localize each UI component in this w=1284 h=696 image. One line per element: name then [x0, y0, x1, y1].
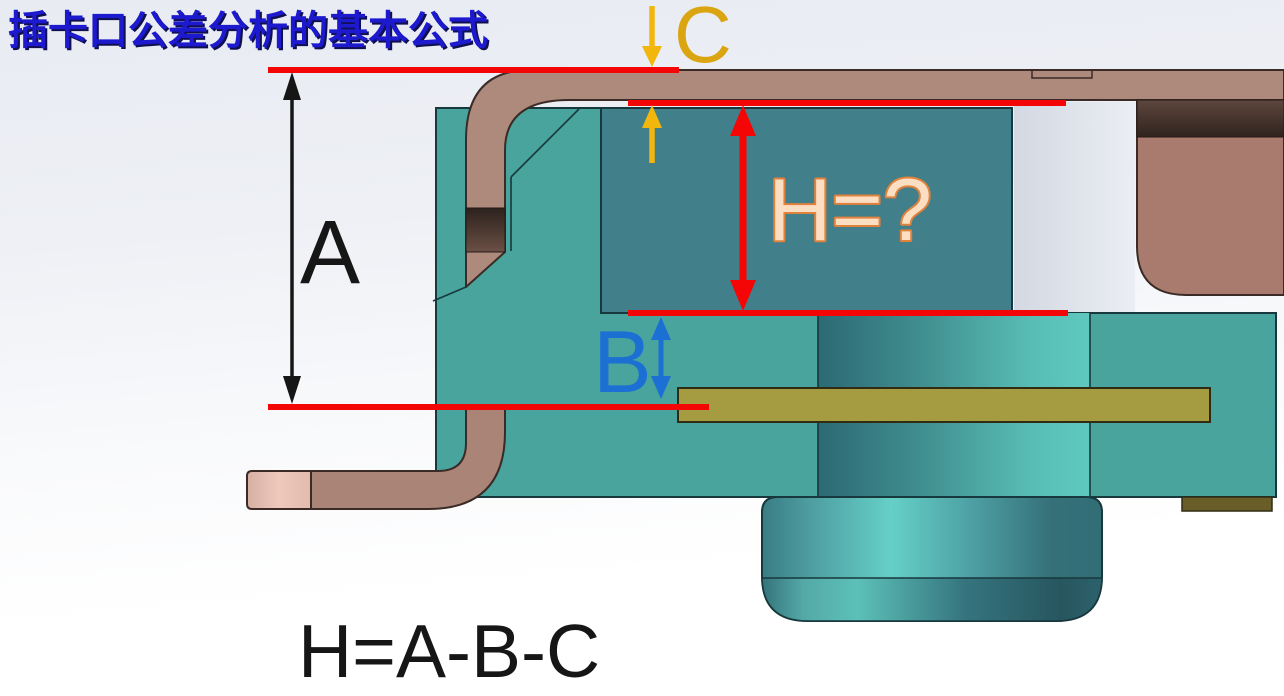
- dim-h-arrowhead-top: [730, 105, 756, 136]
- dim-h-arrow: [730, 105, 756, 311]
- dim-c-lower-arrowhead: [642, 105, 662, 128]
- dim-b-arrow: [651, 317, 671, 399]
- dim-b-arrowhead-top: [651, 317, 671, 340]
- dim-c-upper-arrowhead: [642, 46, 662, 67]
- dim-c-label: C: [674, 0, 732, 79]
- dim-h-arrowhead-bottom: [730, 280, 756, 311]
- page-title: 插卡口公差分析的基本公式: [8, 9, 488, 53]
- boss-bottom-cap: [761, 575, 1103, 622]
- dim-b-label: B: [593, 312, 652, 411]
- chamfer-edges: [432, 108, 580, 302]
- formula-text: H=A-B-C: [298, 609, 600, 693]
- pcb-bar: [677, 387, 1211, 423]
- metal-contact-solder-foot: [310, 407, 506, 510]
- pcb-pad-bar: [1181, 496, 1273, 512]
- dim-a-arrow: [283, 72, 301, 404]
- background-gap: [1014, 102, 1135, 313]
- dim-b-arrowhead-bottom: [651, 376, 671, 399]
- dim-a-arrowhead-top: [283, 72, 301, 100]
- dim-h-label: H=?: [768, 160, 932, 259]
- card-slot-block: [600, 107, 1013, 314]
- contact-foot-tip: [246, 470, 312, 510]
- datum-lines: [268, 67, 1068, 410]
- contact-leg-shadow-band: [465, 207, 506, 253]
- dim-a-arrowhead-bottom: [283, 376, 301, 404]
- dim-a-label: A: [300, 203, 360, 303]
- metal-contact-right-leg: [1136, 99, 1284, 296]
- contact-notch: [1031, 70, 1093, 79]
- dim-c-arrows: [642, 6, 662, 163]
- right-leg-shadow-band: [1136, 99, 1284, 138]
